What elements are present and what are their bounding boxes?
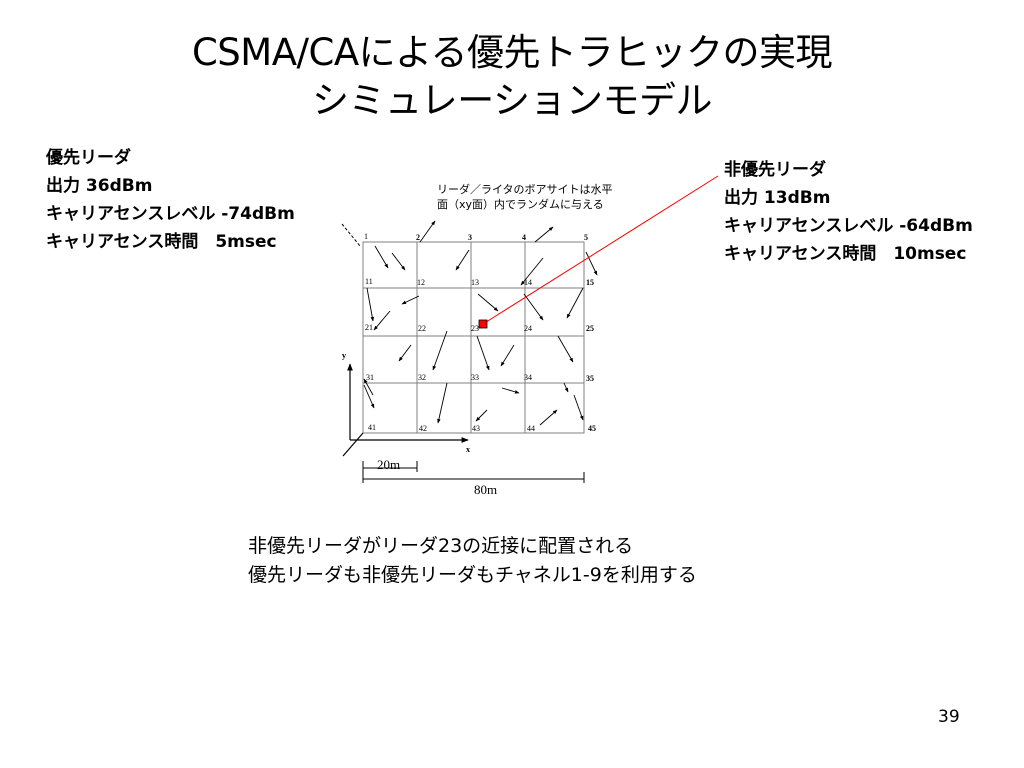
- node-label: 42: [419, 424, 427, 433]
- node-label: 2: [416, 233, 420, 242]
- node-label: 41: [368, 423, 376, 432]
- node-label: 35: [586, 374, 594, 383]
- y-axis-label: y: [342, 351, 346, 360]
- summary-line1: 非優先リーダがリーダ23の近接に配置される: [248, 535, 634, 557]
- priority-leader-specs: 優先リーダ 出力 36dBm キャリアセンスレベル -74dBm キャリアセンス…: [46, 144, 295, 256]
- boresight-note-line2: 面（xy面）内でランダムに与える: [437, 198, 604, 211]
- boresight-arrow: [520, 257, 544, 286]
- boresight-note: リーダ／ライタのボアサイトは水平 面（xy面）内でランダムに与える: [437, 182, 613, 212]
- boresight-arrow: [501, 387, 520, 394]
- boresight-arrow: [534, 226, 554, 243]
- boresight-arrows: [363, 220, 598, 426]
- dimension-lines: [362, 461, 585, 483]
- grid-lines: [362, 241, 585, 434]
- boresight-arrow: [419, 220, 436, 243]
- origin-diagonal: [342, 432, 364, 457]
- node-label: 22: [418, 324, 426, 333]
- boresight-arrow: [366, 287, 375, 322]
- grid-border: [362, 241, 585, 434]
- non-priority-leader-marker: [478, 319, 488, 329]
- priority-leader-cs-level: キャリアセンスレベル -74dBm: [46, 204, 295, 224]
- boresight-arrow: [455, 249, 470, 271]
- summary-text: 非優先リーダがリーダ23の近接に配置される 優先リーダも非優先リーダもチャネル1…: [248, 532, 697, 590]
- boresight-arrow: [401, 295, 420, 305]
- node-label: 5: [584, 233, 588, 242]
- node-label: 15: [586, 278, 594, 287]
- non-priority-leader-cs-level: キャリアセンスレベル -64dBm: [724, 216, 973, 236]
- node-label: 13: [471, 278, 479, 287]
- node-label: 31: [366, 373, 374, 382]
- slide-title-line1: CSMA/CAによる優先トラヒックの実現: [191, 31, 833, 74]
- boresight-arrow: [432, 330, 448, 371]
- boresight-arrow: [500, 344, 515, 367]
- node-label: 23: [471, 324, 479, 333]
- node-label: 32: [418, 373, 426, 382]
- node-label: 45: [588, 424, 596, 433]
- boresight-note-line1: リーダ／ライタのボアサイトは水平: [437, 183, 613, 196]
- boresight-arrow: [585, 251, 598, 276]
- boresight-arrow: [475, 409, 488, 422]
- node-label: 12: [417, 278, 425, 287]
- boresight-arrow: [477, 293, 499, 312]
- node-labels: 1 2 3 4 5 11 12 13 14 15 21 22 23 24 25 …: [364, 232, 596, 433]
- boresight-arrow: [573, 394, 584, 421]
- boresight-arrow: [363, 384, 375, 409]
- total-size-label: 80m: [474, 482, 497, 497]
- priority-leader-pointer: [341, 223, 361, 247]
- boresight-arrow: [373, 310, 391, 331]
- node-label: 34: [524, 373, 532, 382]
- boresight-arrow: [523, 293, 544, 321]
- summary-line2: 優先リーダも非優先リーダもチャネル1-9を利用する: [248, 564, 697, 586]
- node-label: 25: [586, 324, 594, 333]
- node-label: 14: [524, 278, 532, 287]
- x-axis-label: x: [466, 445, 470, 454]
- boresight-arrow: [557, 335, 574, 363]
- boresight-arrow: [437, 382, 448, 424]
- node-label: 1: [364, 232, 368, 241]
- boresight-arrow: [374, 245, 389, 269]
- priority-leader-heading: 優先リーダ: [46, 148, 131, 168]
- boresight-arrow: [476, 335, 490, 371]
- node-label: 33: [471, 373, 479, 382]
- non-priority-leader-heading: 非優先リーダ: [724, 160, 826, 180]
- boresight-arrow: [391, 252, 406, 271]
- priority-leader-power: 出力 36dBm: [46, 176, 153, 196]
- non-priority-leader-cs-time: キャリアセンス時間 10msec: [724, 244, 967, 264]
- node-label: 4: [522, 233, 526, 242]
- non-priority-leader-pointer: [482, 175, 719, 325]
- cell-size-label: 20m: [377, 457, 400, 472]
- boresight-arrow: [398, 344, 412, 362]
- node-label: 21: [365, 323, 373, 332]
- non-priority-leader-specs: 非優先リーダ 出力 13dBm キャリアセンスレベル -64dBm キャリアセン…: [724, 156, 973, 268]
- priority-leader-cs-time: キャリアセンス時間 5msec: [46, 232, 277, 252]
- non-priority-leader-power: 出力 13dBm: [724, 188, 831, 208]
- node-label: 3: [468, 233, 472, 242]
- node-label: 11: [365, 277, 373, 286]
- coordinate-axes: [342, 363, 469, 457]
- node-label: 44: [527, 424, 535, 433]
- page-number: 39: [938, 707, 960, 727]
- boresight-arrow: [566, 287, 584, 319]
- node-label: 43: [472, 424, 480, 433]
- slide-title-line2: シミュレーションモデル: [311, 79, 713, 122]
- boresight-arrow: [539, 409, 558, 426]
- node-label: 24: [524, 324, 532, 333]
- boresight-arrow: [363, 378, 374, 396]
- boresight-arrow: [563, 382, 569, 393]
